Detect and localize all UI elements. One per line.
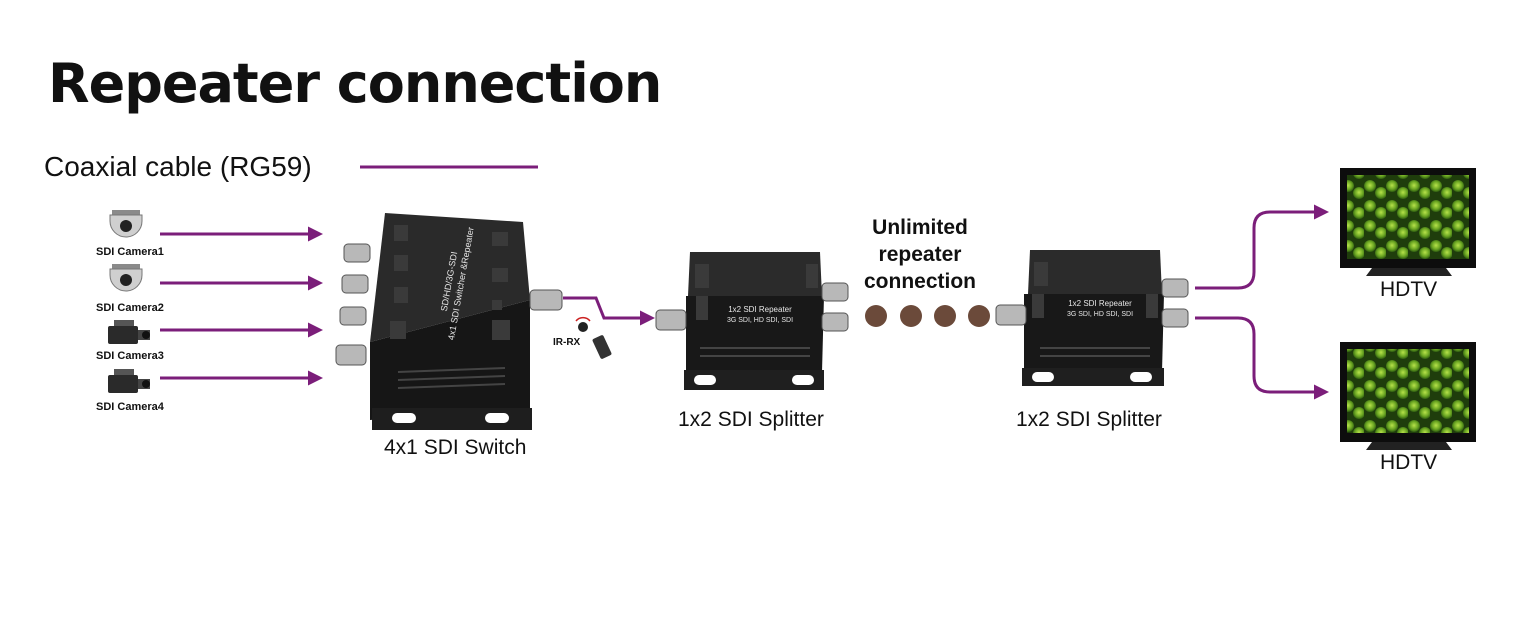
hdtv1-icon — [1340, 168, 1476, 276]
switch-to-splitter-cable — [563, 296, 655, 326]
splitter-to-hdtv2-cable — [1195, 316, 1329, 400]
camcorder-icon — [108, 369, 150, 393]
repeater-dot — [900, 305, 922, 327]
repeater-note-line2: repeater — [878, 243, 962, 266]
splitter-to-hdtv1-cable — [1195, 204, 1329, 290]
hdtv2-icon — [1340, 342, 1476, 450]
ir-rx-label: IR-RX — [553, 337, 581, 348]
camera3-label: SDI Camera3 — [96, 350, 164, 362]
repeater-note-line3: connection — [863, 270, 976, 293]
splitter2-panel-line1: 1x2 SDI Repeater — [1068, 299, 1132, 308]
switch-label: 4x1 SDI Switch — [384, 436, 527, 459]
camera2-label: SDI Camera2 — [96, 302, 164, 314]
splitter1-panel-line1: 1x2 SDI Repeater — [728, 305, 792, 314]
splitter1-device — [655, 252, 849, 390]
splitter1-label: 1x2 SDI Splitter — [678, 408, 824, 431]
page-title: Repeater connection — [48, 52, 662, 115]
camera1-label: SDI Camera1 — [96, 246, 164, 258]
camera4-label: SDI Camera4 — [96, 401, 164, 413]
sdi-switch-device — [335, 213, 563, 430]
splitter2-panel-line2: 3G SDI, HD SDI, SDI — [1067, 311, 1133, 318]
dome-camera-icon — [109, 210, 143, 238]
repeater-dot — [934, 305, 956, 327]
repeater-dot — [968, 305, 990, 327]
dome-camera-icon — [109, 264, 143, 292]
repeater-dot — [865, 305, 887, 327]
camcorder-icon — [108, 320, 150, 344]
splitter2-device — [995, 250, 1189, 386]
legend-label: Coaxial cable (RG59) — [44, 151, 312, 182]
repeater-note-line1: Unlimited — [872, 216, 968, 239]
splitter1-panel-line2: 3G SDI, HD SDI, SDI — [727, 317, 793, 324]
repeater-note: Unlimited repeater connection — [850, 214, 990, 295]
hdtv2-label: HDTV — [1380, 451, 1438, 474]
ir-remote-icon — [575, 316, 612, 359]
hdtv1-label: HDTV — [1380, 278, 1438, 301]
splitter2-label: 1x2 SDI Splitter — [1016, 408, 1162, 431]
